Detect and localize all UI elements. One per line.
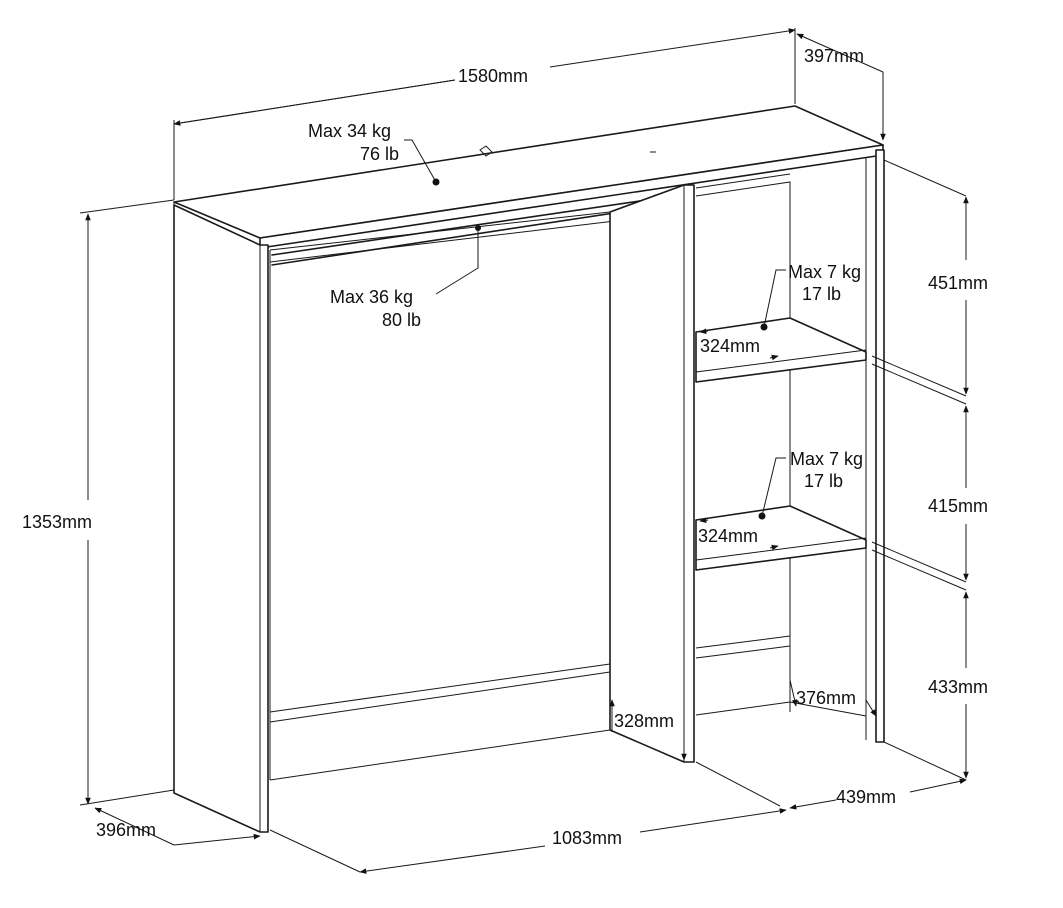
label-depth-inner-hanging: 328mm bbox=[614, 711, 674, 731]
label-width-inner-hanging: 1083mm bbox=[552, 828, 622, 848]
label-rail-load-kg: Max 36 kg bbox=[330, 287, 413, 307]
right-side-panel bbox=[875, 149, 885, 743]
label-spacing-middle: 415mm bbox=[928, 496, 988, 516]
dimension-labels: 1580mm 397mm 1353mm 396mm 1083mm 328mm 3… bbox=[22, 46, 988, 848]
bottom-panel-right bbox=[695, 635, 867, 717]
label-depth-inner-shelves: 376mm bbox=[796, 688, 856, 708]
label-rail-load-lb: 80 lb bbox=[382, 310, 421, 330]
label-shelf-lower-load-kg: Max 7 kg bbox=[790, 449, 863, 469]
bottom-panel-left bbox=[269, 663, 611, 781]
label-shelf-depth-1: 324mm bbox=[700, 336, 760, 356]
label-top-load-lb: 76 lb bbox=[360, 144, 399, 164]
top-panel bbox=[173, 105, 884, 239]
label-width-shelf-section: 439mm bbox=[836, 787, 896, 807]
label-depth-bottom-left: 396mm bbox=[96, 820, 156, 840]
cabinet bbox=[173, 105, 885, 833]
dimension-lines bbox=[79, 28, 969, 874]
center-divider bbox=[609, 184, 695, 763]
label-shelf-upper-load-lb: 17 lb bbox=[802, 284, 841, 304]
label-shelf-depth-2: 324mm bbox=[698, 526, 758, 546]
label-width-total: 1580mm bbox=[458, 66, 528, 86]
label-spacing-bottom: 433mm bbox=[928, 677, 988, 697]
label-spacing-top: 451mm bbox=[928, 273, 988, 293]
label-top-load-kg: Max 34 kg bbox=[308, 121, 391, 141]
load-labels: Max 34 kg 76 lb Max 36 kg 80 lb Max 7 kg… bbox=[308, 121, 863, 491]
label-shelf-lower-load-lb: 17 lb bbox=[804, 471, 843, 491]
label-shelf-upper-load-kg: Max 7 kg bbox=[788, 262, 861, 282]
label-depth-top: 397mm bbox=[804, 46, 864, 66]
left-side-panel bbox=[173, 204, 269, 833]
label-height-total: 1353mm bbox=[22, 512, 92, 532]
